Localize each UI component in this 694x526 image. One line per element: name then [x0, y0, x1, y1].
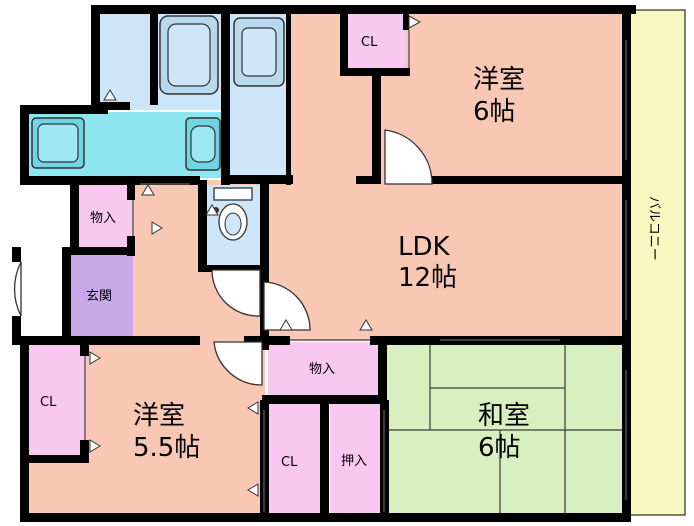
monoire-entrance-area	[75, 185, 133, 249]
western-room-55-size: 5.5帖	[133, 433, 200, 463]
japanese-room-name: 和室	[478, 401, 530, 431]
oshiire-area	[330, 404, 384, 516]
washbasin-icon	[31, 117, 85, 169]
entrance-label: 玄関	[86, 289, 112, 304]
bathtub-icon	[159, 15, 219, 95]
japanese-room-area	[385, 342, 630, 520]
western-room-55-name: 洋室	[133, 401, 185, 431]
balcony-area	[629, 9, 686, 516]
oshiire-label: 押入	[341, 454, 367, 469]
closet-left-label: CL	[40, 395, 57, 410]
monoire-middle-area	[268, 342, 382, 397]
ldk-size: 12帖	[398, 263, 457, 293]
closet-left-area	[25, 342, 85, 457]
western-room-6-size: 6帖	[473, 97, 516, 127]
japanese-room-size: 6帖	[478, 433, 521, 463]
sink-icon	[185, 117, 221, 171]
ldk-area	[264, 180, 630, 340]
ldk-name: LDK	[398, 232, 451, 262]
monoire-middle-label: 物入	[309, 362, 335, 377]
closet-bottom-label: CL	[281, 455, 298, 470]
closet-top-area	[345, 10, 405, 70]
door-swings	[13, 129, 433, 386]
western-room-6-name: 洋室	[473, 65, 525, 95]
closet-top-label: CL	[361, 35, 378, 50]
monoire-entrance-label: 物入	[90, 211, 116, 226]
sliding-doors	[84, 30, 627, 512]
closet-bottom-area	[268, 404, 324, 516]
door-markers	[89, 15, 422, 497]
laundry-pan-icon	[233, 17, 285, 87]
balcony-label: バルコニー	[646, 196, 661, 261]
tatami-lines	[385, 345, 630, 515]
entrance-area	[68, 254, 133, 338]
